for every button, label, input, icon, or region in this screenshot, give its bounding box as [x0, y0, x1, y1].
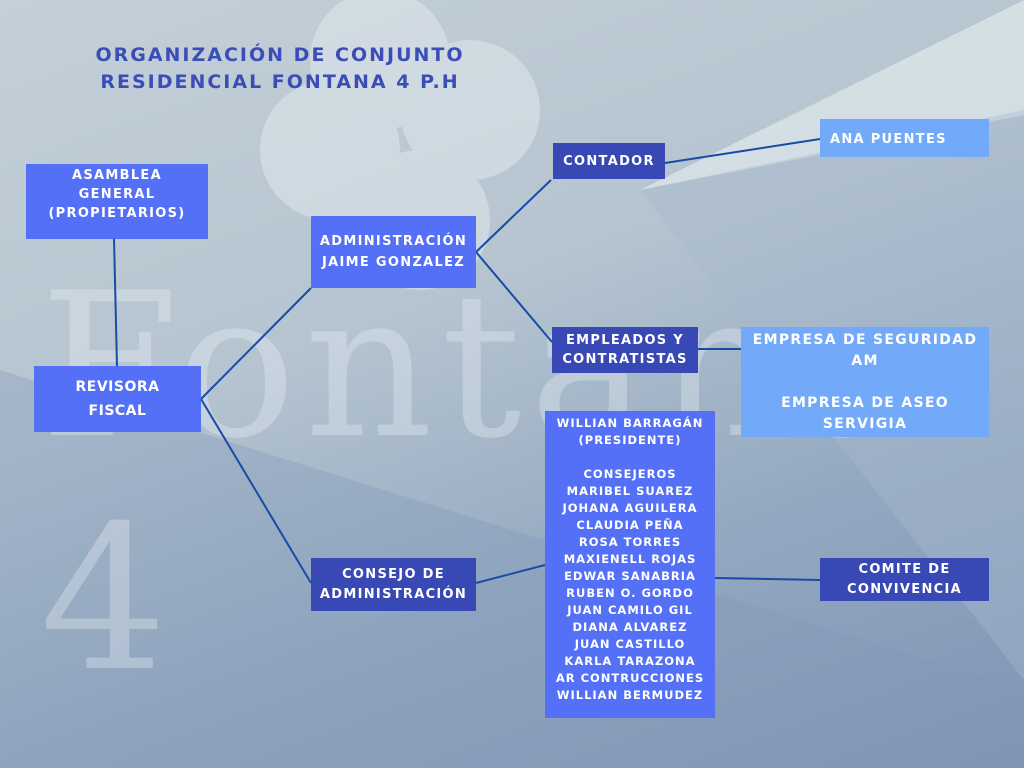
member-item: MARIBEL SUAREZ	[566, 484, 694, 498]
node-label: ADMINISTRACIÓN	[319, 234, 468, 249]
node-label: ASAMBLEA	[72, 168, 162, 183]
node-ana-puentes: ANA PUENTES	[820, 119, 989, 157]
member-item: JOHANA AGUILERA	[562, 501, 698, 515]
member-item: EDWAR SANABRIA	[564, 569, 696, 583]
node-label: CONSEJO DE	[342, 566, 445, 582]
node-label: EMPRESA DE SEGURIDAD	[752, 331, 978, 348]
node-label: GENERAL	[78, 187, 156, 202]
member-item: WILLIAN BARRAGÁN	[556, 416, 704, 430]
member-item: AR CONTRUCCIONES	[555, 671, 705, 685]
line-administracion-empleados	[475, 251, 553, 343]
line-consejo-miembros	[475, 564, 546, 584]
node-label: CONTADOR	[563, 153, 655, 169]
line-miembros-comite	[714, 577, 821, 581]
node-consejo-miembros: WILLIAN BARRAGÁN (PRESIDENTE) CONSEJEROS MA…	[545, 411, 715, 718]
node-label: REVISORA	[75, 379, 160, 395]
node-label: ADMINISTRACIÓN	[319, 586, 468, 602]
node-label: EMPLEADOS Y	[565, 333, 684, 348]
node-revisora-fiscal: REVISORA FISCAL	[34, 366, 201, 432]
title-line-2: RESIDENCIAL FONTANA 4 P.H	[100, 71, 460, 93]
line-administracion-contador	[475, 179, 552, 253]
node-empresas: EMPRESA DE SEGURIDAD AM EMPRESA DE ASEO …	[741, 327, 989, 437]
line-contador-ana	[664, 138, 821, 164]
node-label: ANA PUENTES	[830, 132, 947, 147]
page-title: ORGANIZACIÓN DE CONJUNTO RESIDENCIAL FON…	[70, 42, 490, 96]
node-consejo-administracion: CONSEJO DE ADMINISTRACIÓN	[311, 558, 476, 611]
member-item: CLAUDIA PEÑA	[576, 518, 684, 532]
member-item: DIANA ALVAREZ	[572, 620, 688, 634]
member-item: (PRESIDENTE)	[578, 433, 682, 447]
node-empleados-contratistas: EMPLEADOS Y CONTRATISTAS	[552, 327, 698, 373]
line-asamblea-revisora	[113, 238, 118, 367]
member-item: WILLIAN BERMUDEZ	[556, 688, 704, 702]
node-asamblea-general: ASAMBLEA GENERAL (PROPIETARIOS)	[26, 164, 208, 239]
node-administracion: ADMINISTRACIÓN JAIME GONZALEZ	[311, 216, 476, 288]
member-item: ROSA TORRES	[578, 535, 682, 549]
node-comite-convivencia: COMITE DE CONVIVENCIA	[820, 558, 989, 601]
node-contador: CONTADOR	[553, 143, 665, 179]
node-label: AM	[851, 352, 879, 369]
member-item: MAXIENELL ROJAS	[563, 552, 697, 566]
member-item: JUAN CASTILLO	[574, 637, 686, 651]
member-item: KARLA TARAZONA	[564, 654, 696, 668]
node-label: JAIME GONZALEZ	[322, 255, 465, 270]
member-item: CONSEJEROS	[583, 467, 677, 481]
node-label: CONTRATISTAS	[562, 352, 688, 367]
line-revisora-consejo	[200, 398, 312, 584]
node-label: EMPRESA DE ASEO	[781, 394, 949, 411]
node-label: FISCAL	[88, 403, 147, 419]
node-label: SERVIGIA	[822, 415, 908, 432]
line-revisora-administracion	[200, 287, 312, 400]
node-label: CONVIVENCIA	[847, 581, 962, 597]
title-line-1: ORGANIZACIÓN DE CONJUNTO	[95, 44, 465, 66]
node-label: (PROPIETARIOS)	[48, 206, 186, 221]
node-label: COMITE DE	[858, 561, 951, 577]
member-item: RUBEN O. GORDO	[566, 586, 694, 600]
member-item: JUAN CAMILO GIL	[567, 603, 693, 617]
